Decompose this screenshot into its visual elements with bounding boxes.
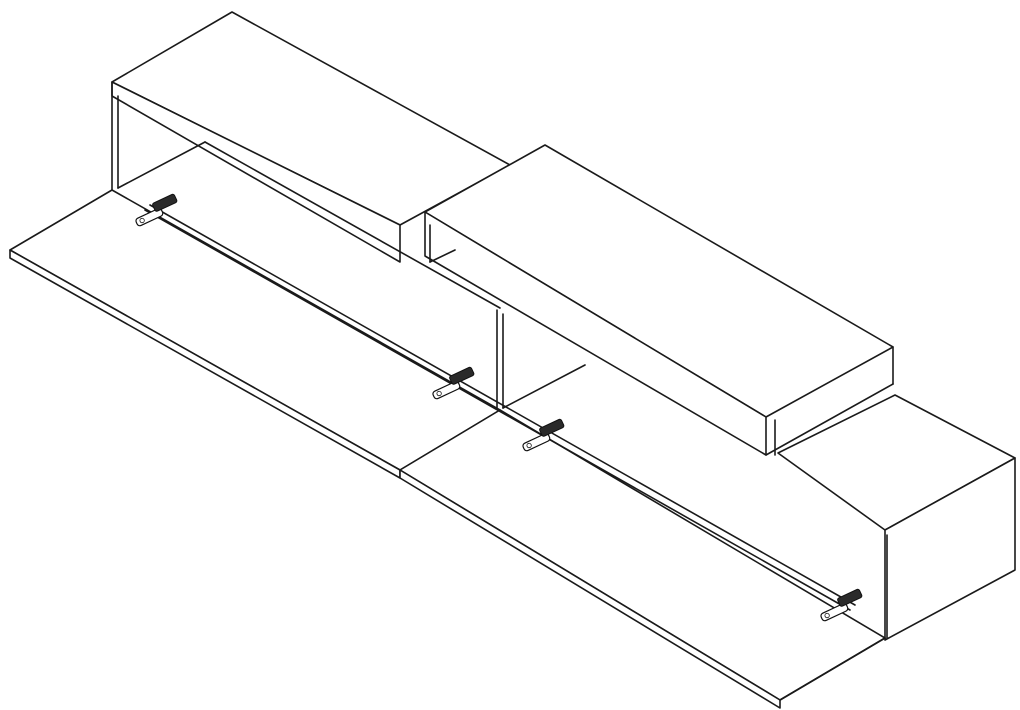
center-box-base-back [502, 364, 586, 409]
hinge-3-hole [526, 442, 532, 449]
center-box-right-bottom [765, 383, 894, 456]
hinge-4-hole [824, 612, 830, 619]
hinge-4-body [837, 588, 863, 607]
right-flap-right-edge [779, 637, 886, 701]
hinge-2 [432, 366, 475, 400]
center-box-inner-shelf [429, 249, 456, 263]
right-flap-door [399, 409, 886, 709]
hinge-rail-lower [144, 209, 851, 611]
center-box [424, 144, 894, 456]
hinge-3 [522, 418, 565, 452]
hinge-rail-upper [149, 204, 856, 606]
lower-right-box [777, 394, 1016, 641]
upper-left-box-back-shelf [117, 141, 206, 189]
upper-left-box [111, 11, 511, 309]
hinge-3-body [539, 418, 565, 437]
hinge-2-body [449, 366, 475, 385]
right-flap-edge [399, 469, 781, 709]
hinge-2-hole [436, 390, 442, 397]
hinge-4 [820, 588, 863, 622]
lower-right-box-front [884, 457, 1016, 641]
hinge-1-body [152, 193, 178, 212]
hinge-1 [135, 193, 178, 227]
hinge-1-hole [139, 217, 145, 224]
upper-left-box-back-edge [204, 141, 501, 309]
